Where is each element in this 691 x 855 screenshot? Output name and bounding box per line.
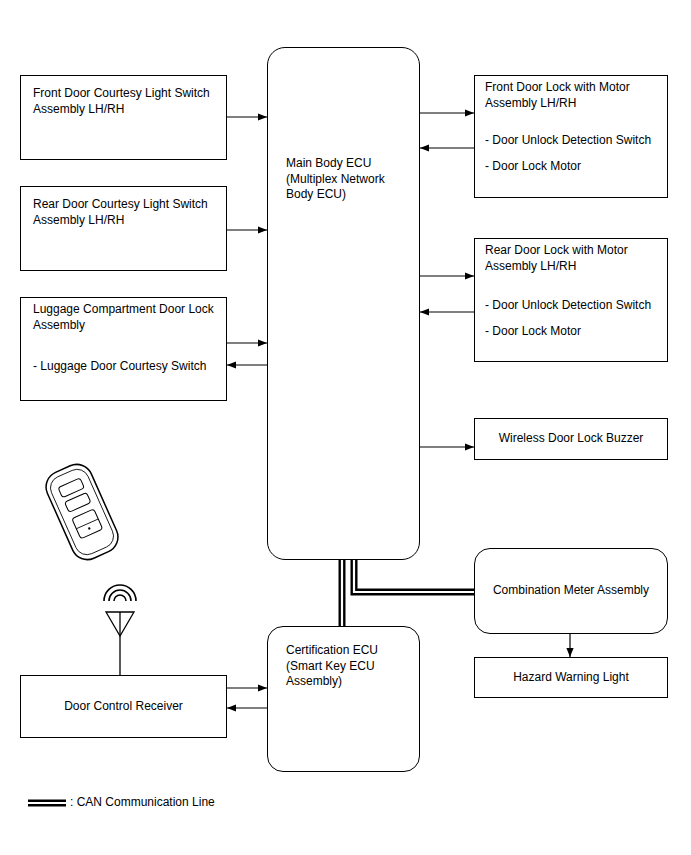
signal-arrow	[569, 634, 570, 657]
can-line	[354, 560, 474, 592]
switch-box: Rear Door Courtesy Light Switch Assembly…	[20, 186, 227, 271]
signal-arrow	[420, 311, 474, 312]
node-item: - Luggage Door Courtesy Switch	[33, 359, 222, 375]
signal-arrow	[227, 229, 267, 230]
node-title: Main Body ECU (Multiplex Network Body EC…	[286, 156, 415, 203]
node-item: - Door Lock Motor	[485, 159, 663, 175]
node-title: Wireless Door Lock Buzzer	[499, 431, 644, 447]
signal-arrow	[420, 275, 474, 276]
key-fob	[41, 459, 123, 564]
signal-arrow	[227, 707, 267, 708]
receiver-box: Door Control Receiver	[20, 675, 227, 738]
node-title: Certification ECU (Smart Key ECU Assembl…	[286, 643, 415, 690]
switch-box: Front Door Courtesy Light Switch Assembl…	[20, 75, 227, 160]
buzzer-box: Wireless Door Lock Buzzer	[474, 418, 668, 460]
can-line-inner	[341, 560, 343, 626]
can-line-inner	[354, 560, 474, 592]
meter-box: Combination Meter Assembly	[474, 548, 668, 634]
legend-text: : CAN Communication Line	[70, 795, 215, 811]
antenna	[106, 612, 134, 675]
signal-arrow	[420, 446, 474, 447]
actuator-box: Front Door Lock with Motor Assembly LH/R…	[474, 75, 668, 198]
node-item: - Door Unlock Detection Switch	[485, 133, 663, 149]
can-line	[342, 560, 343, 626]
signal-arrow	[227, 687, 267, 688]
can-line-outer	[339, 560, 346, 626]
actuator-box: Rear Door Lock with Motor Assembly LH/RH…	[474, 238, 668, 362]
signal-arrow	[420, 147, 474, 148]
can-line-outer	[354, 560, 474, 592]
node-title: Combination Meter Assembly	[493, 583, 649, 599]
legend-sample	[24, 797, 68, 809]
legend-row: : CAN Communication Line	[24, 795, 215, 811]
light-box: Hazard Warning Light	[474, 657, 668, 698]
node-title: Hazard Warning Light	[513, 670, 629, 686]
node-title: Front Door Courtesy Light Switch Assembl…	[33, 86, 222, 117]
signal-arrow	[420, 112, 474, 113]
node-item: - Door Lock Motor	[485, 324, 663, 340]
node-item: - Door Unlock Detection Switch	[485, 298, 663, 314]
ecu-box: Main Body ECU (Multiplex Network Body EC…	[267, 47, 420, 560]
node-title: Front Door Lock with Motor Assembly LH/R…	[485, 80, 663, 111]
ecu-box: Certification ECU (Smart Key ECU Assembl…	[267, 626, 420, 772]
radio-waves	[104, 585, 136, 601]
switch-box: Luggage Compartment Door Lock Assembly - …	[20, 297, 227, 401]
signal-arrow	[227, 342, 267, 343]
node-title: Rear Door Lock with Motor Assembly LH/RH	[485, 243, 663, 274]
signal-arrow	[227, 116, 267, 117]
node-title: Rear Door Courtesy Light Switch Assembly…	[33, 197, 222, 228]
node-title: Luggage Compartment Door Lock Assembly	[33, 302, 222, 333]
signal-arrow	[227, 364, 267, 365]
node-title: Door Control Receiver	[64, 699, 183, 715]
